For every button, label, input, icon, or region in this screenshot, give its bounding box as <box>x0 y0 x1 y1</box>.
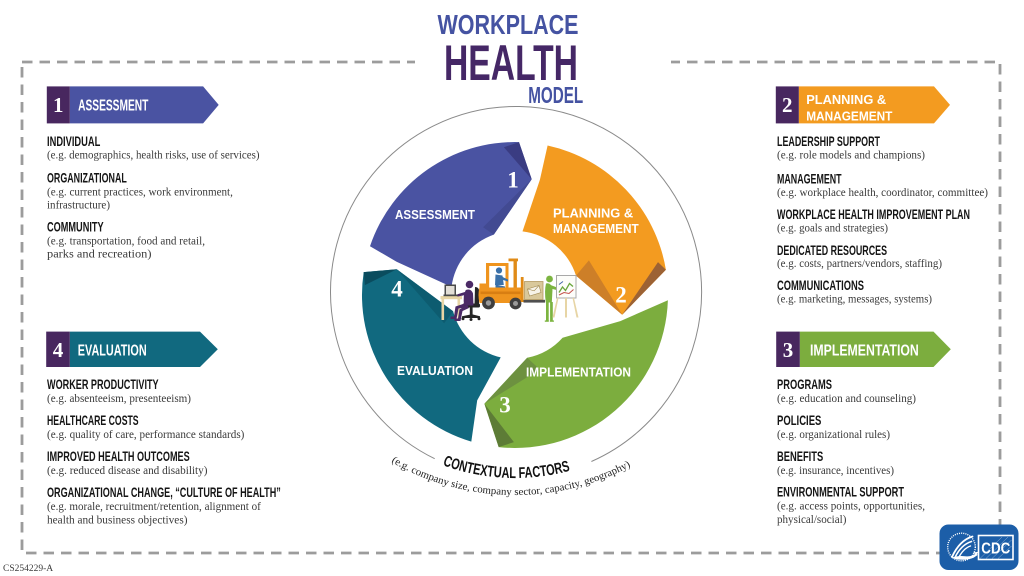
svg-text:4: 4 <box>53 338 64 362</box>
svg-text:1: 1 <box>53 93 64 117</box>
svg-text:MANAGEMENT: MANAGEMENT <box>553 222 639 236</box>
svg-text:ENVIRONMENTAL SUPPORT: ENVIRONMENTAL SUPPORT <box>777 484 904 500</box>
svg-text:4: 4 <box>391 277 403 302</box>
svg-text:(e.g. demographics, health ris: (e.g. demographics, health risks, use of… <box>47 149 260 161</box>
svg-text:ASSESSMENT: ASSESSMENT <box>395 208 475 222</box>
svg-text:IMPLEMENTATION: IMPLEMENTATION <box>526 366 631 380</box>
svg-text:(e.g. education and counseling: (e.g. education and counseling) <box>777 393 916 405</box>
svg-text:1: 1 <box>507 168 519 193</box>
svg-text:health and business objectives: health and business objectives) <box>47 514 188 526</box>
svg-text:2: 2 <box>782 93 793 117</box>
svg-text:DEDICATED RESOURCES: DEDICATED RESOURCES <box>777 242 887 258</box>
svg-text:PROGRAMS: PROGRAMS <box>777 376 832 392</box>
svg-text:COMMUNICATIONS: COMMUNICATIONS <box>777 277 864 293</box>
svg-text:(e.g. organizational rules): (e.g. organizational rules) <box>777 429 890 441</box>
svg-text:INDIVIDUAL: INDIVIDUAL <box>47 133 101 149</box>
svg-text:IMPLEMENTATION: IMPLEMENTATION <box>810 342 919 359</box>
svg-text:EVALUATION: EVALUATION <box>397 364 473 378</box>
svg-text:ORGANIZATIONAL: ORGANIZATIONAL <box>47 169 127 185</box>
svg-text:IMPROVED HEALTH OUTCOMES: IMPROVED HEALTH OUTCOMES <box>47 448 190 464</box>
svg-text:(e.g. role models and champion: (e.g. role models and champions) <box>777 149 925 161</box>
svg-text:POLICIES: POLICIES <box>777 412 821 428</box>
svg-text:(e.g. workplace health, coordi: (e.g. workplace health, coordinator, com… <box>777 187 988 199</box>
svg-text:WORKPLACE HEALTH IMPROVEMENT P: WORKPLACE HEALTH IMPROVEMENT PLAN <box>777 206 970 222</box>
svg-text:WORKER PRODUCTIVITY: WORKER PRODUCTIVITY <box>47 376 159 392</box>
svg-text:MODEL: MODEL <box>528 82 583 108</box>
svg-text:(e.g. transportation, food and: (e.g. transportation, food and retail, <box>47 236 205 248</box>
svg-text:HEALTHCARE COSTS: HEALTHCARE COSTS <box>47 412 139 428</box>
svg-text:physical/social): physical/social) <box>777 514 847 526</box>
svg-text:(e.g. costs, partners/vendors,: (e.g. costs, partners/vendors, staffing) <box>777 258 942 270</box>
svg-text:PLANNING &: PLANNING & <box>553 206 633 220</box>
svg-text:EVALUATION: EVALUATION <box>78 342 147 359</box>
svg-text:MANAGEMENT: MANAGEMENT <box>806 109 892 124</box>
svg-text:(e.g. current practices, work: (e.g. current practices, work environmen… <box>47 186 233 198</box>
svg-text:(e.g. morale, recruitment/rete: (e.g. morale, recruitment/retention, ali… <box>47 501 261 513</box>
svg-text:3: 3 <box>783 338 794 362</box>
svg-text:PLANNING &: PLANNING & <box>806 92 886 107</box>
svg-text:(e.g. insurance, incentives): (e.g. insurance, incentives) <box>777 465 894 477</box>
svg-text:MANAGEMENT: MANAGEMENT <box>777 171 842 187</box>
svg-text:COMMUNITY: COMMUNITY <box>47 219 104 235</box>
svg-text:HEALTH: HEALTH <box>444 35 578 91</box>
svg-text:LEADERSHIP SUPPORT: LEADERSHIP SUPPORT <box>777 133 880 149</box>
svg-text:3: 3 <box>499 393 511 418</box>
svg-text:(e.g. reduced disease and disa: (e.g. reduced disease and disability) <box>47 465 208 477</box>
svg-text:BENEFITS: BENEFITS <box>777 448 823 464</box>
svg-text:(e.g. absenteeism, presenteeis: (e.g. absenteeism, presenteeism) <box>47 393 191 405</box>
svg-text:WORKPLACE: WORKPLACE <box>438 9 579 40</box>
svg-text:ORGANIZATIONAL CHANGE, “CULTUR: ORGANIZATIONAL CHANGE, “CULTURE OF HEALT… <box>47 484 281 500</box>
svg-text:2: 2 <box>615 283 627 308</box>
svg-text:parks and recreation): parks and recreation) <box>47 249 152 261</box>
svg-text:(e.g. marketing, messages, sys: (e.g. marketing, messages, systems) <box>777 294 932 306</box>
svg-text:(e.g. access points, opportuni: (e.g. access points, opportunities, <box>777 501 925 513</box>
svg-text:CS254229-A: CS254229-A <box>3 564 53 574</box>
svg-text:ASSESSMENT: ASSESSMENT <box>78 98 148 115</box>
svg-text:(e.g. goals and strategies): (e.g. goals and strategies) <box>777 222 888 234</box>
svg-text:(e.g. quality of care, perform: (e.g. quality of care, performance stand… <box>47 429 245 441</box>
svg-text:infrastructure): infrastructure) <box>47 199 110 211</box>
